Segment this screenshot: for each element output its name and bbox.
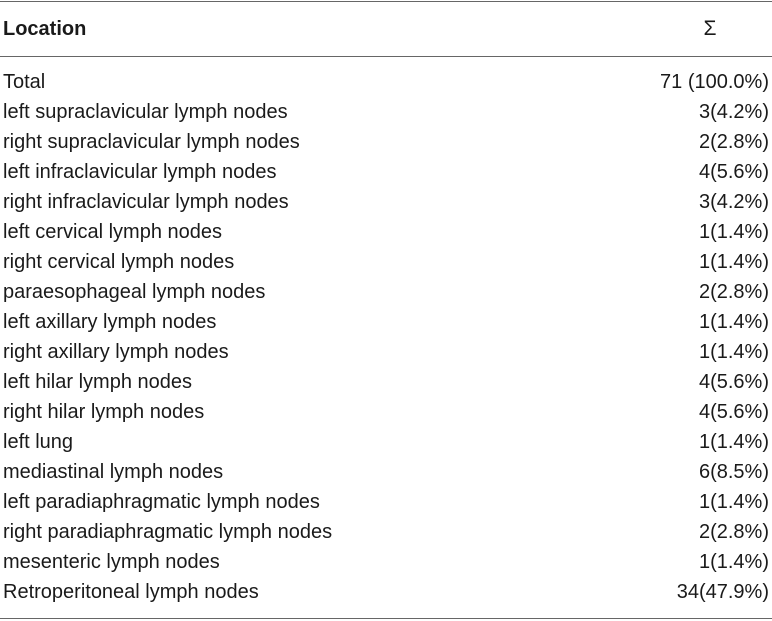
table-row: paraesophageal lymph nodes 2(2.8%) — [0, 277, 772, 307]
cell-value: 2(2.8%) — [698, 281, 769, 303]
table-row: right paradiaphragmatic lymph nodes 2(2.8… — [0, 517, 772, 547]
cell-value: 34(47.9%) — [676, 581, 769, 603]
cell-location: Total — [3, 71, 46, 93]
cell-location: paraesophageal lymph nodes — [3, 281, 266, 303]
cell-value: 6(8.5%) — [698, 461, 769, 483]
cell-value: 71 (100.0%) — [660, 71, 769, 93]
cell-value: 1(1.4%) — [698, 551, 769, 573]
table-body: Total 71 (100.0%) left supraclavicular lym… — [0, 67, 772, 607]
table-header-row: Location Σ — [0, 2, 772, 56]
cell-location: mesenteric lymph nodes — [3, 551, 220, 573]
table-bottom-rule — [0, 618, 772, 619]
cell-value: 1(1.4%) — [698, 491, 769, 513]
cell-value: 2(2.8%) — [698, 131, 769, 153]
cell-value: 4(5.6%) — [698, 161, 769, 183]
cell-location: left supraclavicular lymph nodes — [3, 101, 288, 123]
cell-location: left hilar lymph nodes — [3, 371, 192, 393]
table-row: left infraclavicular lymph nodes 4(5.6%) — [0, 157, 772, 187]
table-row: left hilar lymph nodes 4(5.6%) — [0, 367, 772, 397]
cell-value: 2(2.8%) — [698, 521, 769, 543]
table-row: right supraclavicular lymph nodes 2(2.8%) — [0, 127, 772, 157]
cell-value: 1(1.4%) — [698, 221, 769, 243]
cell-value: 4(5.6%) — [698, 371, 769, 393]
table-header-rule — [0, 56, 772, 57]
table-row: Retroperitoneal lymph nodes 34(47.9%) — [0, 577, 772, 607]
table-row: right hilar lymph nodes 4(5.6%) — [0, 397, 772, 427]
table-row: right infraclavicular lymph nodes 3(4.2%) — [0, 187, 772, 217]
table-top-rule — [0, 1, 772, 2]
table-row: mediastinal lymph nodes 6(8.5%) — [0, 457, 772, 487]
cell-value: 3(4.2%) — [698, 191, 769, 213]
cell-location: right axillary lymph nodes — [3, 341, 229, 363]
cell-location: left lung — [3, 431, 74, 453]
table-row: right axillary lymph nodes 1(1.4%) — [0, 337, 772, 367]
cell-location: left axillary lymph nodes — [3, 311, 217, 333]
cell-value: 1(1.4%) — [698, 251, 769, 273]
table-row: left axillary lymph nodes 1(1.4%) — [0, 307, 772, 337]
header-location: Location — [3, 18, 87, 40]
table-row: left supraclavicular lymph nodes 3(4.2%) — [0, 97, 772, 127]
table-row: left cervical lymph nodes 1(1.4%) — [0, 217, 772, 247]
cell-location: mediastinal lymph nodes — [3, 461, 224, 483]
cell-location: left paradiaphragmatic lymph nodes — [3, 491, 320, 513]
cell-value: 4(5.6%) — [698, 401, 769, 423]
cell-location: left infraclavicular lymph nodes — [3, 161, 277, 183]
cell-value: 3(4.2%) — [698, 101, 769, 123]
cell-location: right hilar lymph nodes — [3, 401, 205, 423]
table-row: left lung 1(1.4%) — [0, 427, 772, 457]
cell-location: left cervical lymph nodes — [3, 221, 222, 243]
cell-value: 1(1.4%) — [698, 341, 769, 363]
table-row: left paradiaphragmatic lymph nodes 1(1.4%… — [0, 487, 772, 517]
cell-value: 1(1.4%) — [698, 311, 769, 333]
table-row: right cervical lymph nodes 1(1.4%) — [0, 247, 772, 277]
table-row: Total 71 (100.0%) — [0, 67, 772, 97]
table-row: mesenteric lymph nodes 1(1.4%) — [0, 547, 772, 577]
cell-location: right cervical lymph nodes — [3, 251, 235, 273]
cell-location: Retroperitoneal lymph nodes — [3, 581, 259, 603]
header-sum: Σ — [703, 17, 717, 40]
cell-value: 1(1.4%) — [698, 431, 769, 453]
cell-location: right paradiaphragmatic lymph nodes — [3, 521, 333, 543]
cell-location: right infraclavicular lymph nodes — [3, 191, 289, 213]
cell-location: right supraclavicular lymph nodes — [3, 131, 300, 153]
